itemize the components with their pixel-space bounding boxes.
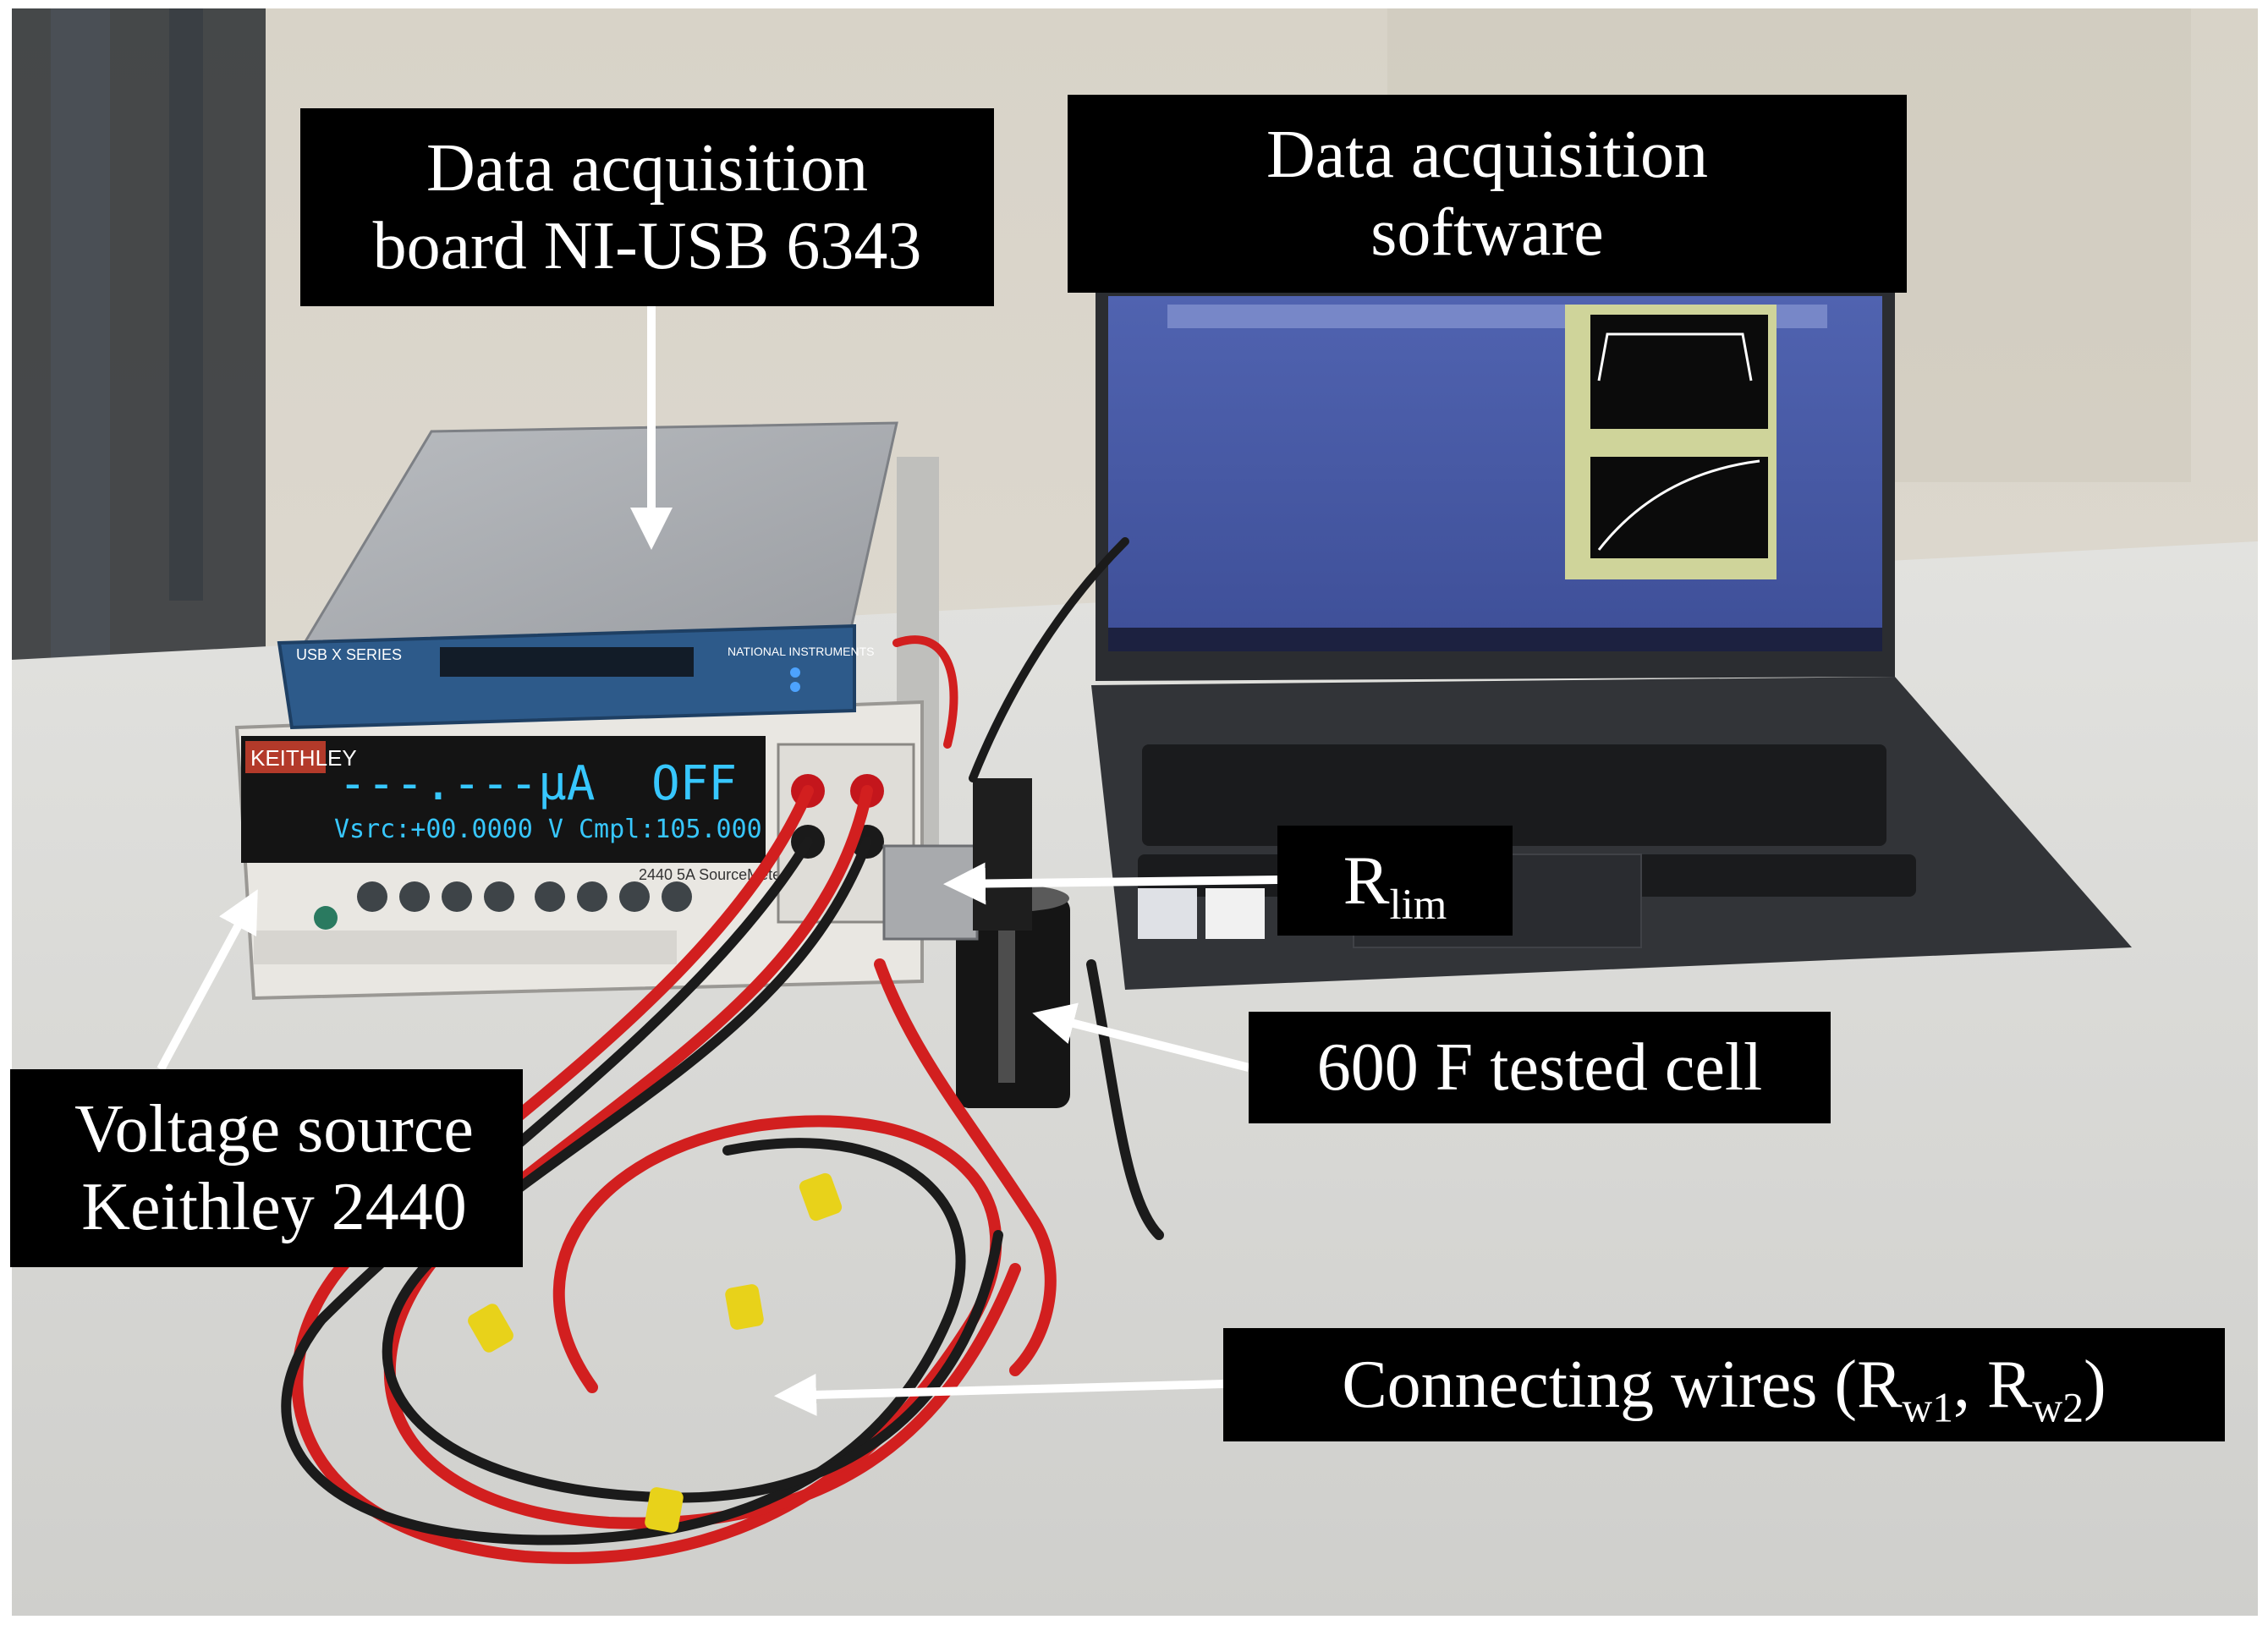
label-connecting-wires: Connecting wires (Rw1, Rw2) — [1223, 1328, 2225, 1441]
arrow-cell — [1032, 1002, 1250, 1072]
label-daq-board: Data acquisition board NI-USB 6343 — [300, 108, 994, 306]
keithley-brand-text: KEITHLEY — [250, 745, 357, 771]
supercapacitor-cell — [956, 885, 1070, 1108]
label-wires-suffix: ) — [2084, 1348, 2106, 1422]
label-daq-board-line1: Data acquisition — [426, 131, 869, 206]
arrow-wires — [774, 1373, 1224, 1416]
label-tested-cell: 600 F tested cell — [1249, 1012, 1831, 1123]
ni-usb-6343-board: USB X SERIES NATIONAL INSTRUMENTS — [277, 421, 898, 730]
label-voltage-source: Voltage source Keithley 2440 — [10, 1069, 523, 1267]
label-connecting-wires-text: Connecting wires (Rw1, Rw2) — [1342, 1346, 2106, 1429]
label-wires-prefix: Connecting wires (R — [1342, 1348, 1903, 1422]
keithley-display — [241, 736, 766, 863]
wire-cable-ties — [468, 1172, 843, 1533]
lcd-output-state: OFF — [651, 756, 737, 811]
label-tested-cell-text: 600 F tested cell — [1316, 1030, 1763, 1105]
label-daq-software: Data acquisition software — [1068, 95, 1907, 293]
label-rlim-text: Rlim — [1343, 841, 1447, 925]
annotation-arrows — [157, 306, 1278, 1416]
label-rlim-main: R — [1343, 841, 1390, 919]
ni-brand-text: NATIONAL INSTRUMENTS — [728, 645, 874, 658]
label-voltage-source-line2: Keithley 2440 — [81, 1170, 467, 1244]
label-daq-board-line2: board NI-USB 6343 — [372, 209, 922, 283]
label-wires-middle: , R — [1953, 1348, 2033, 1422]
label-rlim: Rlim — [1277, 826, 1513, 936]
rlim-resistor — [882, 778, 1032, 941]
label-wires-sub1: w1 — [1902, 1384, 1954, 1431]
label-wires-sub2: w2 — [2032, 1384, 2084, 1431]
lcd-source-readout: Vsrc:+00.0000 V Cmpl:105.000 µA — [334, 815, 808, 844]
label-rlim-sub: lim — [1389, 880, 1447, 928]
arrow-rlim — [943, 862, 1278, 905]
arrow-source — [157, 889, 258, 1072]
cabinet-frame — [12, 8, 266, 685]
label-voltage-source-line1: Voltage source — [74, 1092, 474, 1167]
keithley-model-text: 2440 5A SourceMeter — [639, 866, 786, 883]
lcd-current-readout: ---.---µA — [338, 756, 595, 811]
label-daq-software-line1: Data acquisition — [1266, 118, 1709, 192]
label-daq-software-line2: software — [1370, 195, 1604, 270]
ni-series-text: USB X SERIES — [296, 646, 402, 663]
keithley-buttons — [314, 881, 692, 930]
